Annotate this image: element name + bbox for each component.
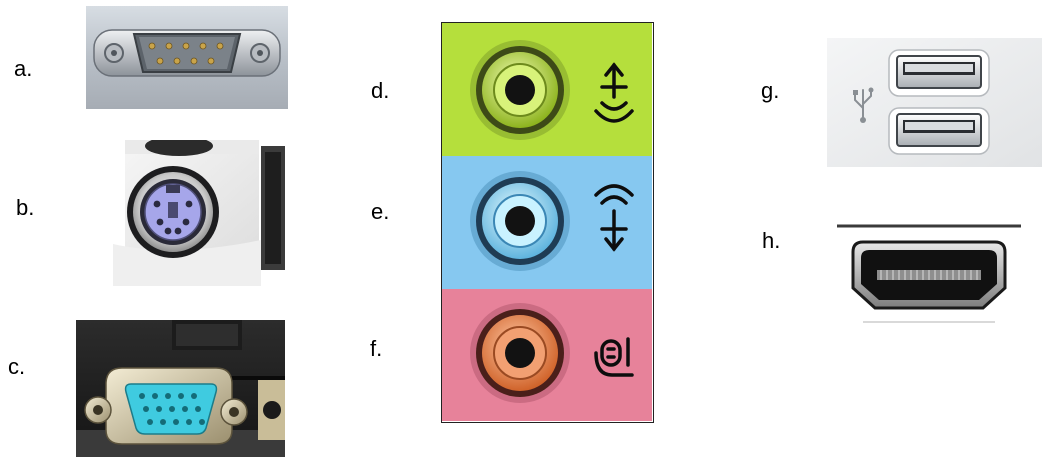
serial-port-photo — [86, 6, 288, 109]
label-e: e. — [371, 199, 390, 224]
label-f: f. — [370, 336, 383, 361]
ps2-port-icon — [113, 140, 285, 286]
label-c: c. — [8, 354, 26, 379]
hdmi-port-icon — [833, 222, 1025, 329]
hdmi-port-photo — [833, 222, 1025, 329]
microphone-icon — [594, 337, 634, 377]
serial-db9-port-icon — [86, 6, 288, 109]
label-g: g. — [761, 78, 780, 103]
label-d: d. — [371, 78, 390, 103]
usb-ports-photo — [827, 38, 1042, 167]
audio-line-in-jack — [470, 171, 570, 271]
audio-line-out-jack — [470, 40, 570, 140]
label-b: b. — [16, 195, 35, 220]
label-a: a. — [14, 56, 33, 81]
audio-line-out-icon — [594, 62, 634, 123]
audio-jacks-panel — [441, 22, 654, 423]
audio-line-in-icon — [594, 184, 634, 252]
vga-port-icon — [76, 320, 285, 457]
ps2-port-photo — [113, 140, 285, 286]
usb-icon — [827, 38, 1042, 167]
microphone-jack — [470, 303, 570, 403]
vga-port-photo — [76, 320, 285, 457]
label-h: h. — [762, 228, 781, 253]
